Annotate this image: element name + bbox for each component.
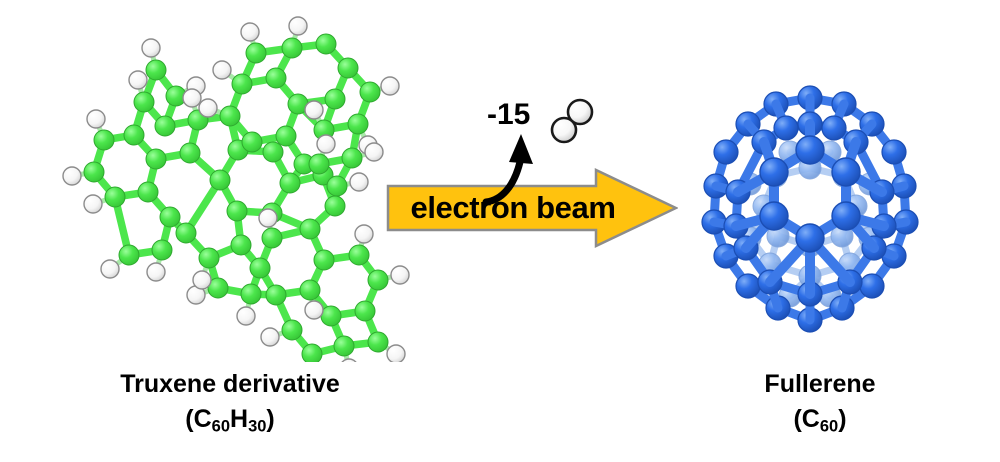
truxene-caption: Truxene derivative (C60H30) bbox=[30, 370, 430, 437]
truxene-formula-mid: H bbox=[230, 404, 249, 433]
truxene-formula: (C60H30) bbox=[30, 405, 430, 437]
truxene-molecule-model bbox=[52, 12, 412, 362]
fullerene-front-atoms bbox=[759, 135, 861, 253]
truxene-formula-sub-hydrogen: 30 bbox=[248, 417, 267, 436]
curved-arrow-svg bbox=[482, 134, 533, 206]
truxene-name: Truxene derivative bbox=[120, 370, 340, 398]
h2-atom-lower bbox=[550, 116, 578, 144]
beam-arrow-svg bbox=[386, 168, 678, 248]
hydrogen-release-curved-arrow bbox=[480, 128, 560, 206]
h2-atom-upper bbox=[566, 98, 594, 126]
fullerene-caption: Fullerene (C60) bbox=[670, 370, 970, 437]
fullerene-formula-sub-carbon: 60 bbox=[819, 417, 839, 436]
h2-svg bbox=[550, 98, 594, 144]
truxene-hydrogen-atoms bbox=[62, 16, 410, 362]
fullerene-svg bbox=[701, 85, 919, 333]
fullerene-formula-suffix: ) bbox=[838, 404, 847, 433]
fullerene-formula: (C60) bbox=[670, 405, 970, 437]
fullerene-formula-prefix: (C bbox=[793, 404, 820, 433]
truxene-formula-suffix: ) bbox=[266, 404, 275, 433]
fullerene-name: Fullerene bbox=[764, 370, 876, 398]
truxene-formula-prefix: (C bbox=[185, 404, 212, 433]
electron-beam-arrow bbox=[386, 168, 678, 248]
fullerene-molecule-model bbox=[690, 80, 930, 342]
truxene-carbon-atoms bbox=[83, 33, 389, 362]
curved-arrow-stem bbox=[482, 158, 524, 206]
truxene-svg bbox=[62, 16, 410, 362]
truxene-formula-sub-carbon: 60 bbox=[211, 417, 230, 436]
hydrogen-loss-count: -15 bbox=[487, 98, 531, 131]
arrow-shape bbox=[386, 168, 678, 248]
curved-arrow-head bbox=[509, 134, 533, 164]
hydrogen-molecule-icon bbox=[548, 96, 598, 148]
